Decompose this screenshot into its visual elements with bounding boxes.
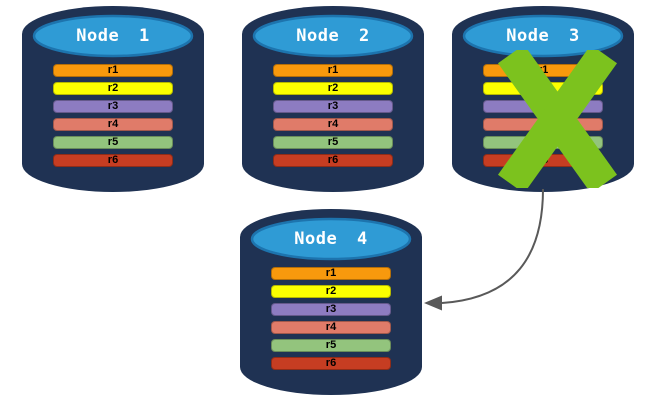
record-bar-r5: r5 [53, 136, 173, 149]
record-bar-r5: r5 [271, 339, 391, 352]
node-2: Node 2 r1 r2 r3 r4 r5 r6 [242, 6, 424, 192]
record-bar-r6: r6 [271, 357, 391, 370]
record-bar-r6: r6 [273, 154, 393, 167]
arrow-head-icon [424, 295, 442, 311]
node-4: Node 4 r1 r2 r3 r4 r5 r6 [240, 209, 422, 395]
record-bar-r1: r1 [271, 267, 391, 280]
record-bar-r2: r2 [273, 82, 393, 95]
record-bar-r3: r3 [53, 100, 173, 113]
record-bar-r4: r4 [53, 118, 173, 131]
record-bar-r2: r2 [271, 285, 391, 298]
node-title: Node 3 [506, 26, 580, 46]
node-1: Node 1 r1 r2 r3 r4 r5 r6 [22, 6, 204, 192]
record-bar-r2: r2 [53, 82, 173, 95]
node-title: Node 2 [296, 26, 370, 46]
record-bar-r3: r3 [271, 303, 391, 316]
node-3: Node 3 r1 r2 r3 r4 r5 r6 [452, 6, 634, 192]
x-mark-icon [497, 50, 618, 188]
record-bar-r6: r6 [53, 154, 173, 167]
record-bar-r1: r1 [273, 64, 393, 77]
record-bar-r5: r5 [273, 136, 393, 149]
record-bar-r4: r4 [271, 321, 391, 334]
record-bar-r1: r1 [53, 64, 173, 77]
node-title: Node 4 [294, 229, 368, 249]
record-list: r1 r2 r3 r4 r5 r6 [273, 64, 393, 172]
record-list: r1 r2 r3 r4 r5 r6 [271, 267, 391, 375]
record-bar-r4: r4 [273, 118, 393, 131]
record-bar-r3: r3 [273, 100, 393, 113]
node-title: Node 1 [76, 26, 150, 46]
record-list: r1 r2 r3 r4 r5 r6 [53, 64, 173, 172]
